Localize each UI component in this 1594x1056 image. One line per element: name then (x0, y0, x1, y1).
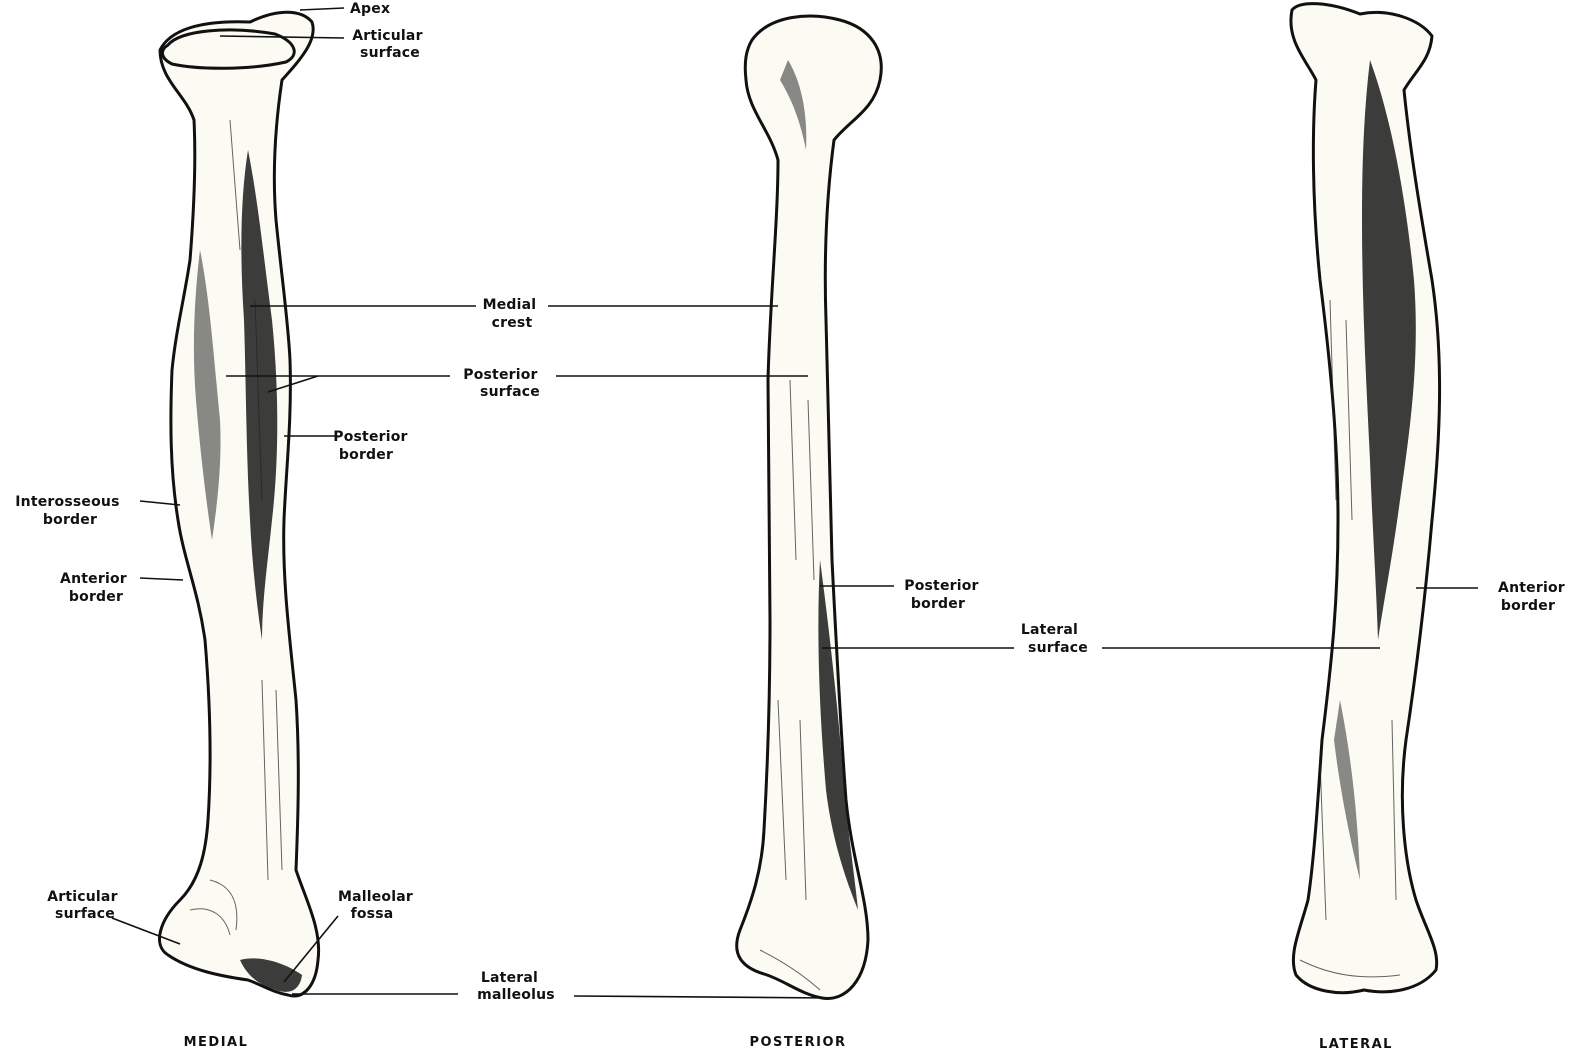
label-medial-crest: Medial crest (483, 297, 542, 331)
label-posterior-border-medial: Posterior border (333, 429, 413, 463)
label-anterior-border-medial: Anterior border (60, 571, 132, 605)
view-caption-posterior: POSTERIOR (749, 1035, 846, 1050)
label-posterior-border-posterior: Posterior border (904, 578, 984, 612)
label-malleolar-fossa: Malleolar fossa (338, 889, 418, 922)
label-apex: Apex (350, 1, 390, 17)
label-lateral-malleolus: Lateral malleolus (477, 970, 555, 1003)
view-caption-medial: MEDIAL (184, 1035, 249, 1050)
label-anterior-border-lateral: Anterior border (1498, 580, 1570, 614)
posterior-view-bone (737, 16, 882, 998)
label-interosseous-border: Interosseous border (15, 494, 124, 528)
leader-lateral-malleolus (292, 994, 830, 998)
lateral-view-bone (1291, 4, 1440, 993)
label-articular-surface-top: Articular surface (352, 28, 428, 61)
view-caption-lateral: LATERAL (1319, 1037, 1393, 1052)
leader-apex (300, 8, 344, 10)
leader-anterior-border-medial (140, 578, 183, 580)
medial-view-bone (159, 12, 318, 996)
label-posterior-surface: Posterior surface (463, 367, 543, 400)
label-articular-surface-bottom: Articular surface (47, 889, 123, 922)
label-lateral-surface: Lateral surface (1021, 622, 1088, 656)
